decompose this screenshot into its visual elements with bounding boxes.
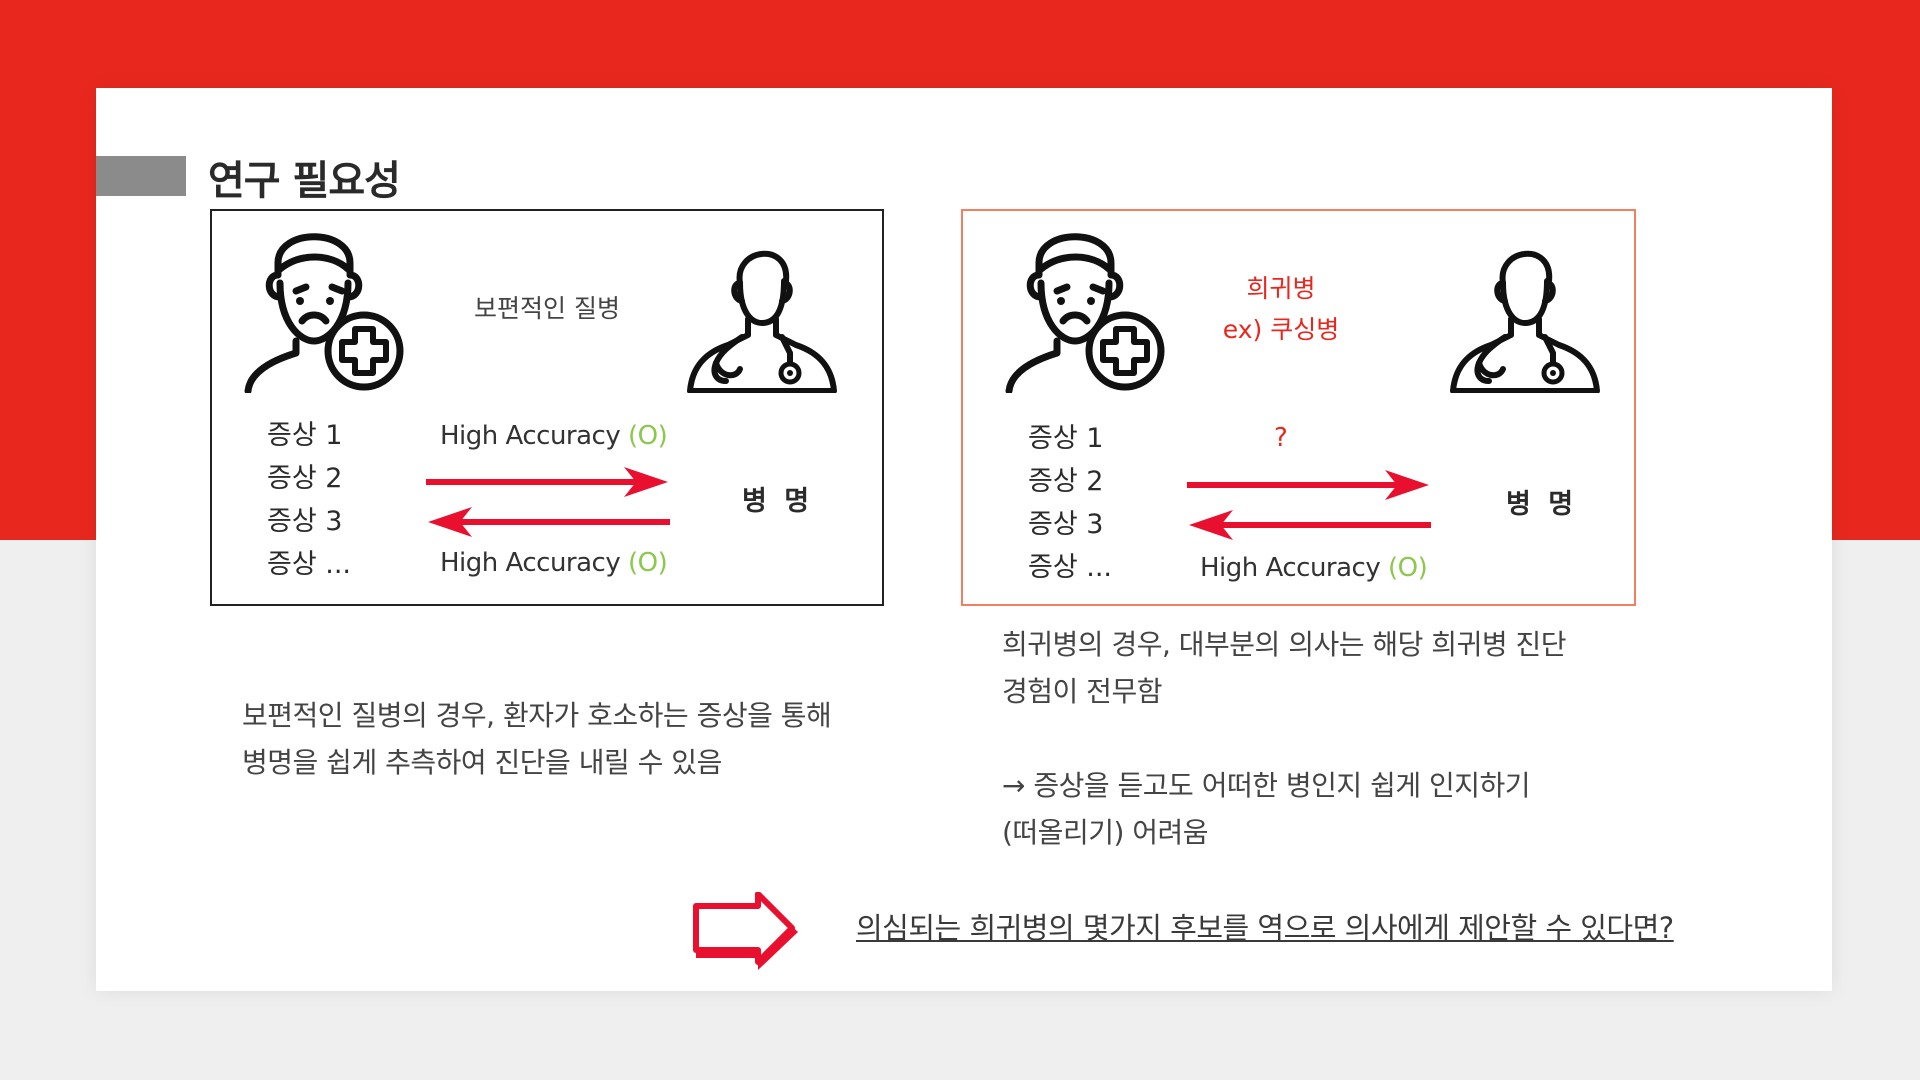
- symptom-disease-arrows: [426, 467, 670, 537]
- disease-name-label: 병 명: [742, 486, 814, 517]
- common-disease-headline: 보편적인 질병: [474, 294, 620, 323]
- big-arrow-icon: [693, 892, 798, 970]
- accuracy-label-top: High Accuracy (O): [440, 421, 668, 451]
- doctor-icon: [1450, 250, 1600, 393]
- medical-cross-icon: [324, 311, 404, 391]
- call-to-action: 의심되는 희귀병의 몇가지 후보를 역으로 의사에게 제안할 수 있다면?: [856, 911, 1674, 945]
- symptom-disease-arrows: [1187, 470, 1431, 540]
- arrow-left-icon: [1189, 510, 1431, 540]
- patient-icon: [1005, 233, 1165, 393]
- symptom-2: 증상 2: [267, 463, 343, 494]
- description-line: (떠올리기) 어려움: [1002, 816, 1209, 849]
- description-line: 경험이 전무함: [1002, 675, 1162, 708]
- description-line: 희귀병의 경우, 대부분의 의사는 해당 희귀병 진단: [1002, 628, 1567, 661]
- accuracy-unknown-mark: ?: [1274, 423, 1288, 453]
- rare-disease-example: ex) 쿠싱병: [1222, 315, 1340, 344]
- arrow-right-icon: [1187, 470, 1429, 500]
- patient-icon: [244, 233, 404, 393]
- accuracy-label-bottom: High Accuracy (O): [1200, 553, 1428, 583]
- description-line: 병명을 쉽게 추측하여 진단을 내릴 수 있음: [242, 746, 722, 779]
- arrow-left-icon: [428, 507, 670, 537]
- arrow-right-icon: [426, 467, 668, 497]
- symptom-more: 증상 ...: [267, 549, 352, 580]
- doctor-icon: [687, 250, 837, 393]
- slide-title: 연구 필요성: [208, 158, 401, 204]
- common-disease-panel: 보편적인 질병 증상 1 증상 2 증상 3 증상 ... High Accur…: [210, 209, 884, 606]
- symptom-1: 증상 1: [267, 420, 343, 451]
- slide: 연구 필요성 보편적인 질병: [96, 88, 1832, 991]
- symptom-1: 증상 1: [1028, 423, 1104, 454]
- symptom-2: 증상 2: [1028, 466, 1104, 497]
- rare-disease-headline: 희귀병: [1246, 274, 1316, 303]
- accuracy-label-bottom: High Accuracy (O): [440, 548, 668, 578]
- symptom-3: 증상 3: [267, 506, 343, 537]
- rare-disease-panel: 희귀병 ex) 쿠싱병 증상 1 증상 2 증상 3 증상 ... ?: [961, 209, 1636, 606]
- symptom-3: 증상 3: [1028, 509, 1104, 540]
- description-line: 보편적인 질병의 경우, 환자가 호소하는 증상을 통해: [242, 699, 832, 732]
- rare-disease-description: 희귀병의 경우, 대부분의 의사는 해당 희귀병 진단 경험이 전무함 → 증상…: [1002, 621, 1567, 856]
- medical-cross-icon: [1085, 311, 1165, 391]
- common-disease-description: 보편적인 질병의 경우, 환자가 호소하는 증상을 통해 병명을 쉽게 추측하여…: [242, 692, 832, 786]
- description-line: → 증상을 듣고도 어떠한 병인지 쉽게 인지하기: [1002, 769, 1531, 802]
- disease-name-label: 병 명: [1506, 489, 1578, 520]
- title-accent-bar: [96, 156, 186, 196]
- symptom-more: 증상 ...: [1028, 552, 1113, 583]
